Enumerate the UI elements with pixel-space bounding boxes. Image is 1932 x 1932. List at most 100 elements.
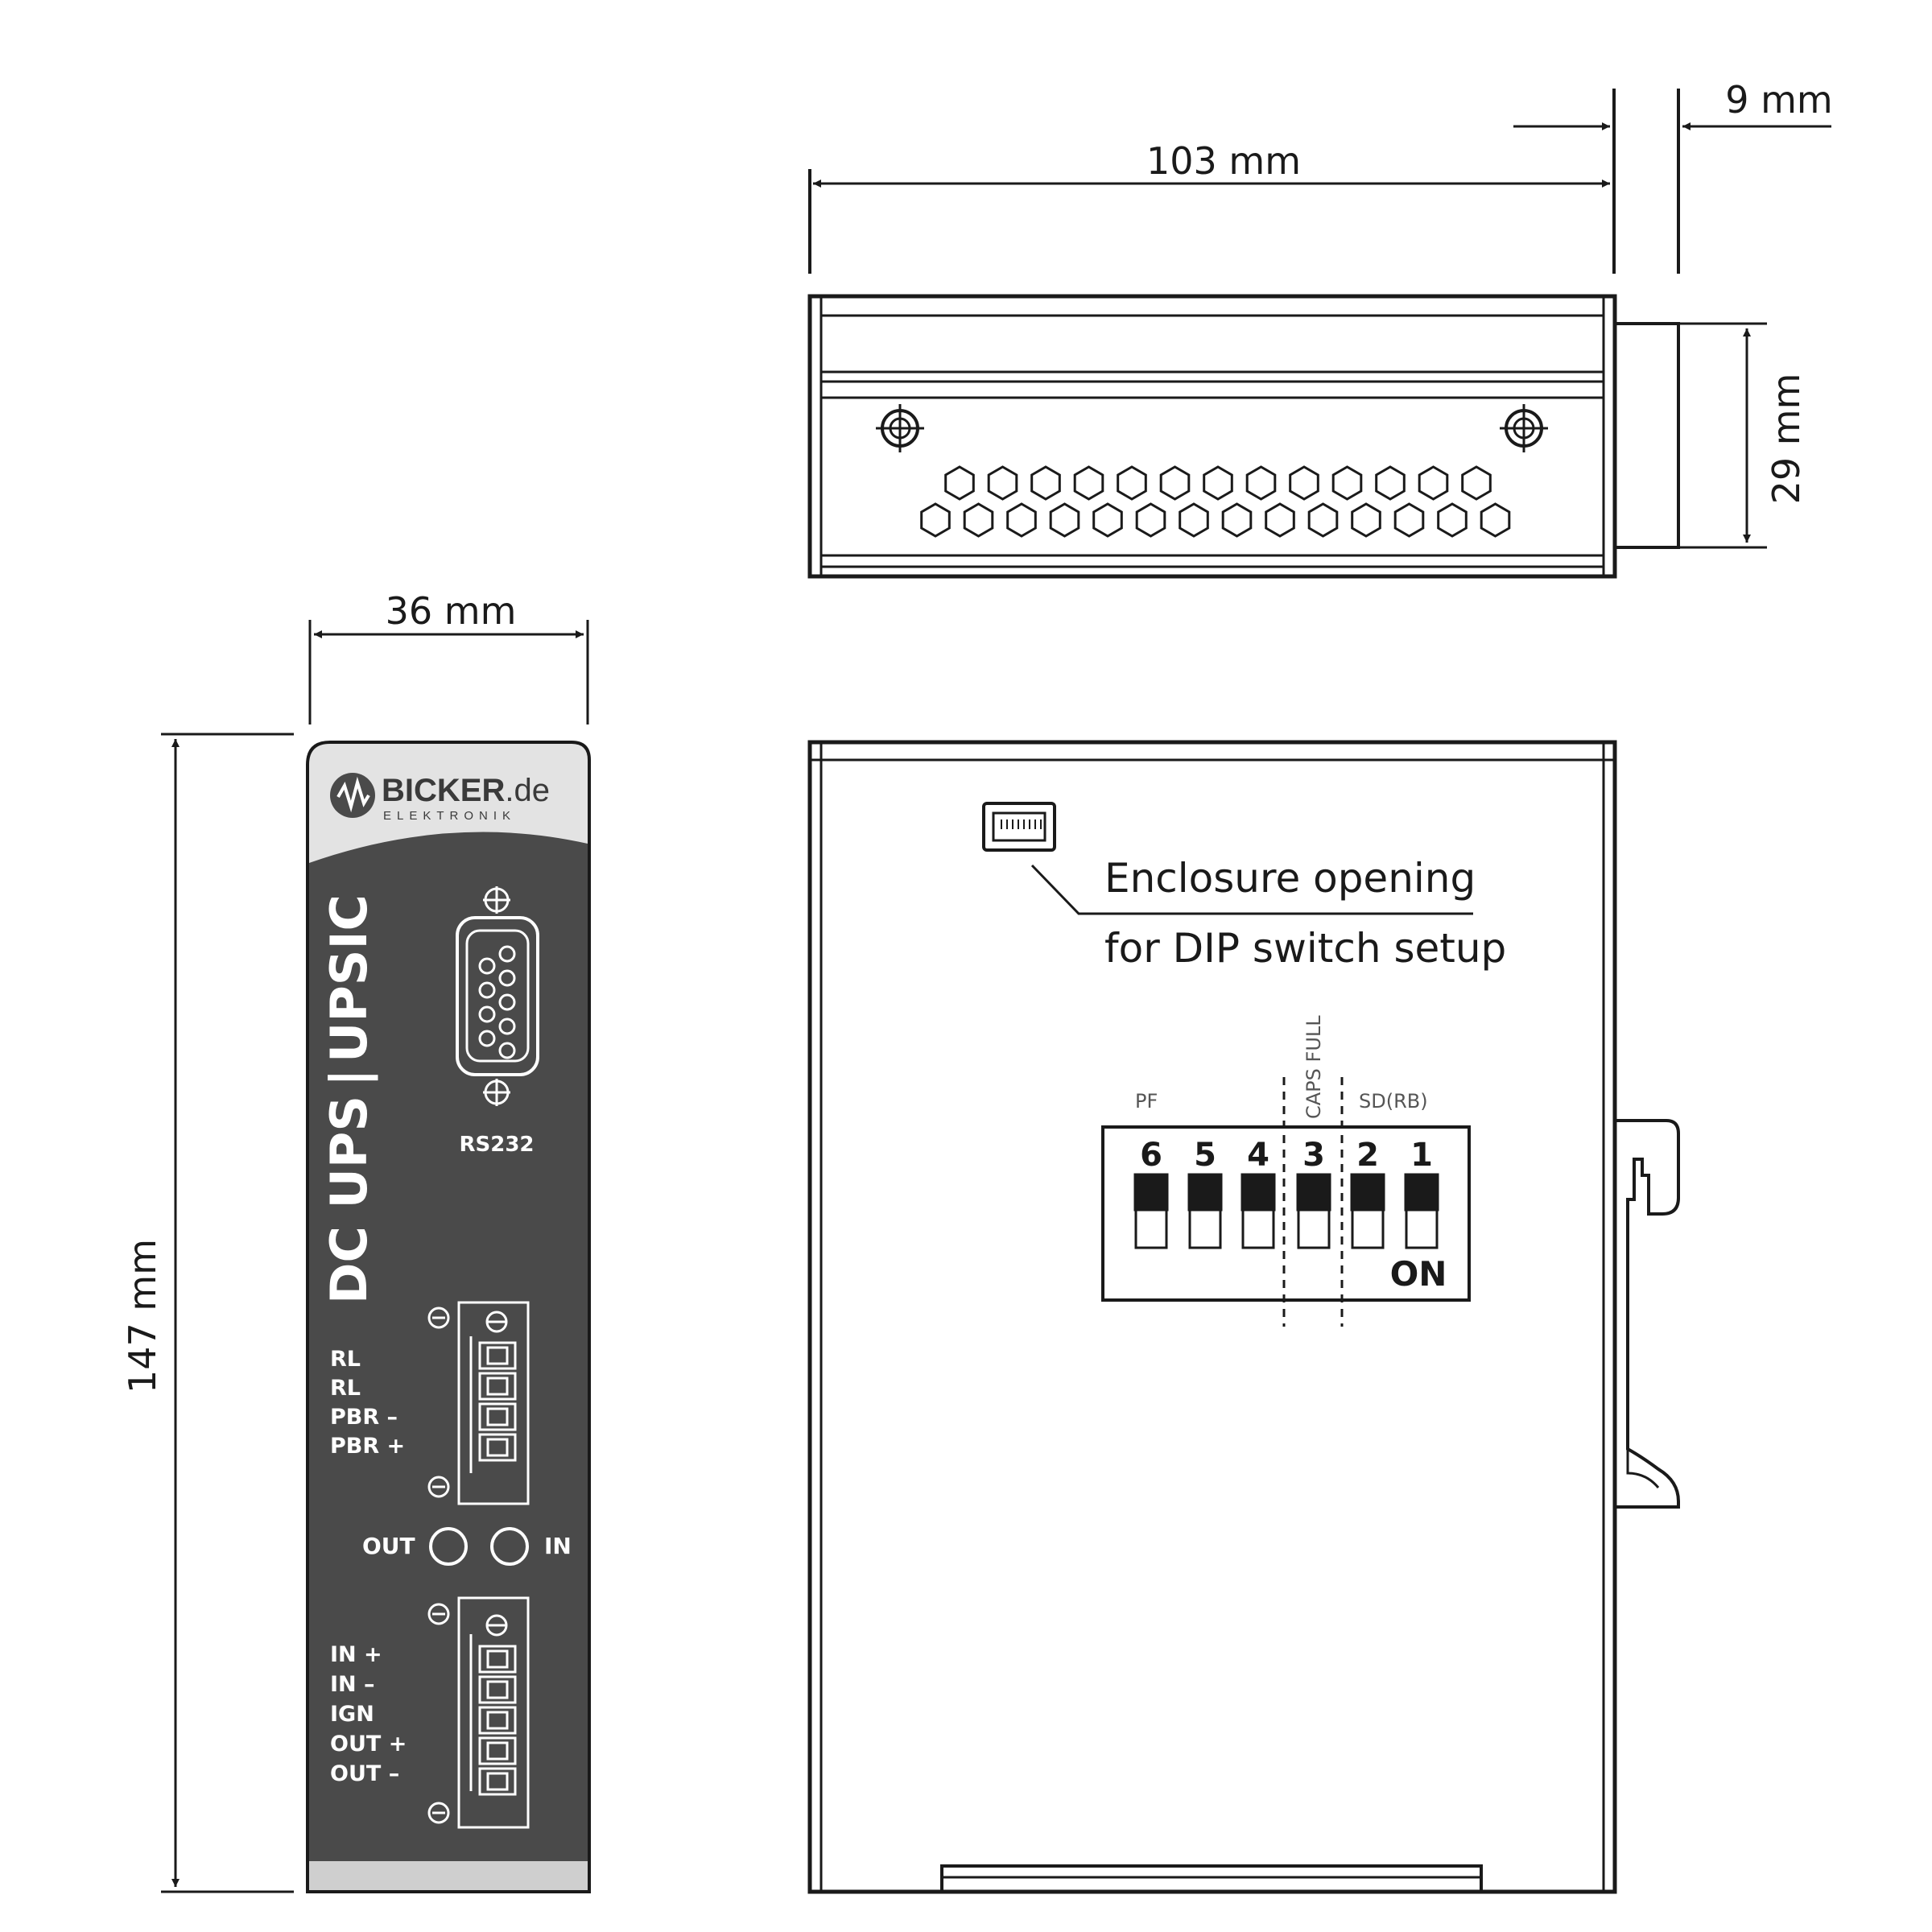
dip-switch-number: 3 [1302, 1137, 1325, 1174]
callout-line1: Enclosure opening [1104, 855, 1476, 902]
in-led-icon [490, 1527, 529, 1566]
dip-on-label: ON [1390, 1254, 1447, 1294]
relay-terminal-block[interactable] [427, 1301, 530, 1505]
vent-hole [963, 502, 994, 538]
out-led-icon [429, 1527, 468, 1566]
rs232-label: RS232 [459, 1133, 534, 1157]
terminal-screw [486, 1377, 509, 1396]
screw-icon [483, 886, 510, 914]
top-view [807, 89, 1831, 579]
side-height-label: 29 mm [1765, 374, 1808, 505]
db9-pin [498, 993, 516, 1011]
terminal-screw [486, 1741, 509, 1761]
vent-holes [920, 465, 1511, 538]
terminal-screw [486, 1711, 509, 1730]
vent-hole [1418, 465, 1449, 501]
vent-hole [1135, 502, 1166, 538]
terminal-pin [478, 1372, 517, 1401]
brand-subtitle: ELEKTRONIK [383, 809, 516, 823]
db9-pin [498, 945, 516, 963]
vent-hole [920, 502, 951, 538]
vent-hole [1393, 502, 1425, 538]
terminal-pin [478, 1645, 517, 1674]
product-name: DC UPS | UPSIC [320, 894, 379, 1304]
product-name-separator: | [320, 1068, 379, 1087]
din-rail-clip [1615, 1119, 1680, 1509]
terminal-screw [486, 1438, 509, 1457]
db9-pin [478, 1005, 496, 1023]
vent-hole [1049, 502, 1080, 538]
dip-switch-lever [1350, 1173, 1385, 1212]
terminal-label: RL [330, 1347, 361, 1372]
rs232-port[interactable] [456, 886, 539, 1106]
terminal-pin [478, 1706, 517, 1735]
dip-switch-number: 4 [1247, 1137, 1269, 1174]
terminal-screw [486, 1649, 509, 1669]
vent-hole [1307, 502, 1339, 538]
vent-hole [1006, 502, 1037, 538]
side-view [807, 740, 1680, 1894]
terminal-pin [478, 1767, 517, 1796]
terminal-label: RL [330, 1376, 361, 1401]
vent-hole [1331, 465, 1363, 501]
vent-hole [1245, 465, 1277, 501]
terminal-label: IN – [330, 1672, 375, 1697]
screw-icon [483, 1079, 510, 1106]
terminal-pin [478, 1736, 517, 1765]
vent-hole [1351, 502, 1381, 538]
brand-name: BICKER.de [382, 773, 550, 808]
db9-pin [478, 957, 496, 975]
callout-leader [1030, 864, 1473, 915]
dip-switch-number: 2 [1356, 1137, 1379, 1174]
dip-switch-number: 6 [1140, 1137, 1162, 1174]
dip-switch-block [1101, 1125, 1471, 1302]
terminal-pin [478, 1341, 517, 1370]
front-width-label: 36 mm [386, 589, 517, 633]
terminal-label: PBR – [330, 1405, 398, 1430]
screw-icon [1500, 404, 1548, 452]
product-name-right: UPSIC [320, 894, 378, 1063]
vent-hole [987, 465, 1018, 501]
terminal-screw [486, 1407, 509, 1426]
vent-hole [1375, 465, 1406, 501]
vent-hole [1265, 502, 1295, 538]
terminal-label: IGN [330, 1702, 374, 1727]
dip-switch-lever [1133, 1173, 1169, 1212]
terminal-label: OUT – [330, 1761, 399, 1786]
vent-hole [1117, 465, 1147, 501]
dip-switch-lever [1187, 1173, 1223, 1212]
product-name-left: DC UPS [320, 1096, 378, 1304]
dip-switch-lever [1241, 1173, 1276, 1212]
db9-pin [478, 1030, 496, 1047]
vent-hole [1073, 465, 1104, 501]
power-terminal-block[interactable] [427, 1596, 530, 1829]
width-dimension-label: 103 mm [1146, 139, 1301, 183]
db9-pin [478, 981, 496, 999]
db9-pin [498, 1018, 516, 1035]
vent-hole [1159, 465, 1191, 501]
terminal-label: IN + [330, 1642, 382, 1667]
vent-hole [1030, 465, 1061, 501]
vent-hole [1437, 502, 1468, 538]
db9-pin [498, 1042, 516, 1059]
vent-hole [1179, 502, 1209, 538]
dip-switch-number: 5 [1194, 1137, 1216, 1174]
terminal-screw [486, 1680, 509, 1699]
vent-hole [1480, 502, 1511, 538]
callout-line2: for DIP switch setup [1104, 925, 1506, 972]
group-sd-label: SD(RB) [1359, 1090, 1428, 1113]
vent-hole [1289, 465, 1319, 501]
terminal-pin [478, 1402, 517, 1431]
led-out-label: OUT [362, 1533, 415, 1559]
dip-access-window[interactable] [982, 802, 1056, 852]
front-height-label: 147 mm [121, 1239, 164, 1393]
terminal-pin [478, 1433, 517, 1462]
vent-hole [944, 465, 975, 501]
vent-hole [1092, 502, 1123, 538]
terminal-screw [486, 1346, 509, 1365]
group-caps-label: CAPS FULL [1302, 1015, 1325, 1119]
